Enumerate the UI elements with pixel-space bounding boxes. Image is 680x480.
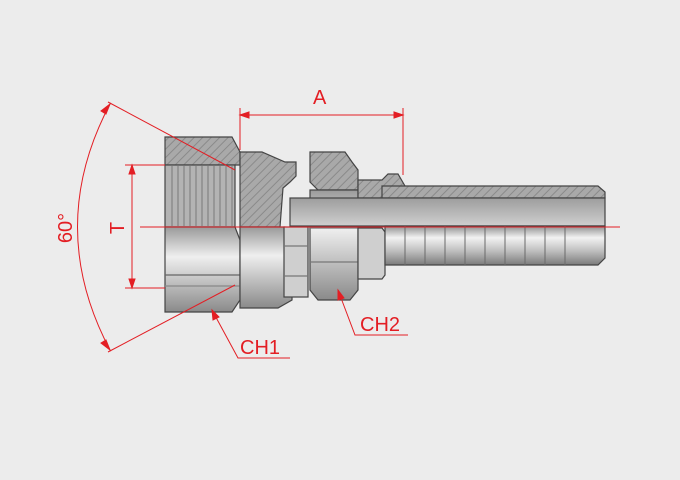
angle-label: 60° xyxy=(55,213,77,243)
dim-a-arrow-left xyxy=(238,111,250,119)
tail-serrations xyxy=(404,226,566,265)
ch2-leader xyxy=(337,289,408,336)
dim-a-label: A xyxy=(313,87,327,109)
tail-shoulder xyxy=(357,227,386,280)
dim-a-arrow-right xyxy=(393,111,405,119)
angle-leg-top xyxy=(107,101,236,171)
nut-section-upper xyxy=(164,136,241,166)
nipple-section xyxy=(239,151,297,228)
angle-leg-bottom xyxy=(107,284,236,353)
nipple-collar xyxy=(283,226,309,298)
ch1-label: CH1 xyxy=(240,337,280,359)
dim-t-arrow-bottom xyxy=(128,278,136,290)
annotation-labels: A T 60° CH1 CH2 xyxy=(55,87,400,359)
thread-lines xyxy=(171,166,233,226)
swivel-nut xyxy=(164,226,241,313)
hose-tail-section xyxy=(381,185,606,199)
dim-t-label: T xyxy=(107,222,129,234)
annotations xyxy=(77,101,620,359)
hex-ch2-section xyxy=(309,151,359,191)
angle-arrow-bottom xyxy=(100,339,112,352)
fitting-body xyxy=(164,136,606,313)
angle-arrow-top xyxy=(100,102,112,115)
ch1-leader xyxy=(211,309,290,359)
hose-tail xyxy=(384,225,606,266)
ch2-label: CH2 xyxy=(360,314,400,336)
ch1-leader-arrow xyxy=(211,308,220,321)
nut-thread-section xyxy=(164,164,236,228)
angle-arc xyxy=(77,103,111,351)
ch2-leader-arrow xyxy=(337,288,345,301)
hose-tail-bore xyxy=(289,197,606,227)
dim-t-arrow-top xyxy=(128,163,136,175)
